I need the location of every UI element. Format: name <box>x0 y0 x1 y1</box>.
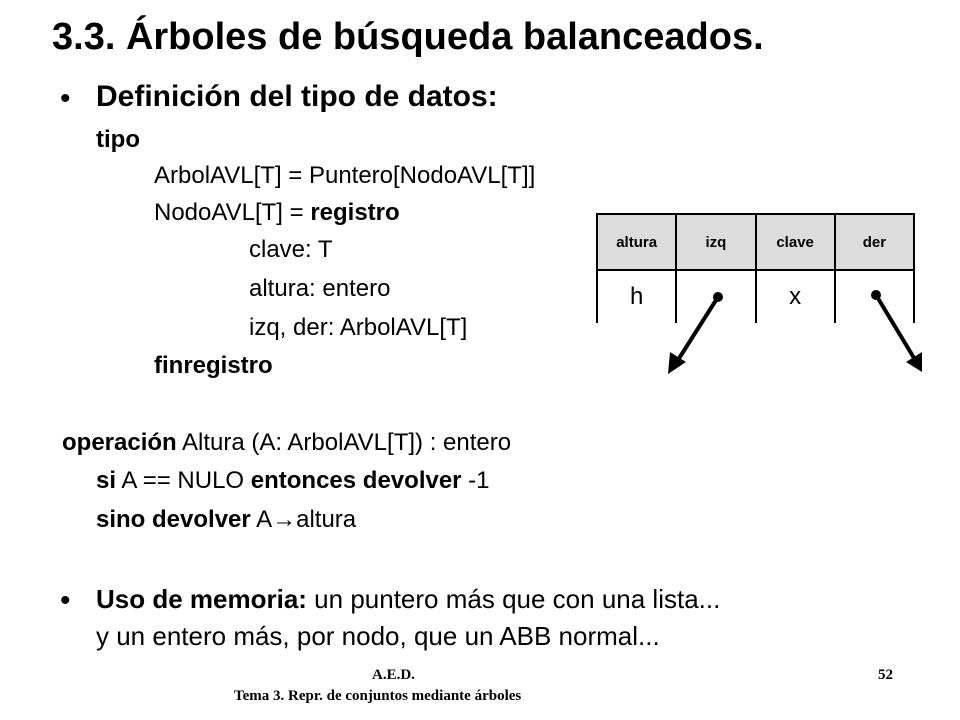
code-sino-a: A <box>250 506 273 533</box>
node-value-clave: x <box>757 271 836 323</box>
uso-memoria-text: un puntero más que con una lista... <box>306 584 721 614</box>
code-si-line: si A == NULO entonces devolver -1 <box>96 467 490 495</box>
node-value-izq <box>677 271 757 323</box>
code-finregistro: finregistro <box>154 352 273 379</box>
code-arbol-def: ArbolAVL[T] = Puntero[NodoAVL[T]] <box>154 162 536 189</box>
bullet-marker: • <box>60 82 71 115</box>
code-field-ptrs: izq, der: ArbolAVL[T] <box>249 314 468 341</box>
code-field-clave: clave: T <box>249 236 333 263</box>
node-header-altura: altura <box>598 215 678 269</box>
uso-memoria-kw: Uso de memoria: <box>96 584 307 614</box>
definicion-heading: Definición del tipo de datos: <box>96 80 498 113</box>
code-si-cond: A == NULO <box>116 467 251 494</box>
code-si-kw: si <box>96 467 117 494</box>
code-sino-line: sino devolver A→altura <box>96 506 356 534</box>
node-value-altura: h <box>598 271 678 323</box>
footer-course: A.E.D. <box>372 667 415 683</box>
avl-node-diagram: altura izq clave der h x <box>596 213 915 323</box>
pointer-arrow-glyph: → <box>272 506 297 533</box>
uso-memoria-line2: y un entero más, por nodo, que un ABB no… <box>96 621 660 651</box>
uso-memoria-line1: Uso de memoria: un puntero más que con u… <box>96 584 720 615</box>
der-arrowhead-icon <box>906 352 922 372</box>
izq-pointer-line <box>676 295 720 362</box>
izq-arrowhead-icon <box>668 352 686 374</box>
code-operacion: operación Altura (A: ArbolAVL[T]) : ente… <box>62 429 511 457</box>
bullet-marker: • <box>60 584 71 617</box>
der-pointer-line <box>874 293 916 360</box>
code-tipo: tipo <box>96 126 140 153</box>
code-sino-field: altura <box>296 506 357 533</box>
node-value-row: h x <box>598 271 913 323</box>
footer-topic: Tema 3. Repr. de conjuntos mediante árbo… <box>234 688 522 704</box>
code-registro-kw: registro <box>310 199 400 226</box>
code-field-altura: altura: entero <box>249 275 391 302</box>
node-header-row: altura izq clave der <box>598 215 913 271</box>
slide-title: 3.3. Árboles de búsqueda balanceados. <box>52 16 764 58</box>
code-nodo-name: NodoAVL[T] = <box>154 199 311 226</box>
node-header-clave: clave <box>757 215 836 269</box>
node-header-der: der <box>862 233 887 251</box>
code-entonces-kw: entonces devolver <box>250 467 462 494</box>
code-nodo-def: NodoAVL[T] = registro <box>154 199 400 227</box>
code-si-value: -1 <box>461 467 490 494</box>
footer-page-number: 52 <box>878 667 893 683</box>
code-operacion-signature: Altura (A: ArbolAVL[T]) : entero <box>176 429 512 456</box>
code-sino-kw: sino devolver <box>96 506 251 533</box>
node-header-izq: izq <box>677 215 757 269</box>
code-operacion-kw: operación <box>62 429 177 456</box>
